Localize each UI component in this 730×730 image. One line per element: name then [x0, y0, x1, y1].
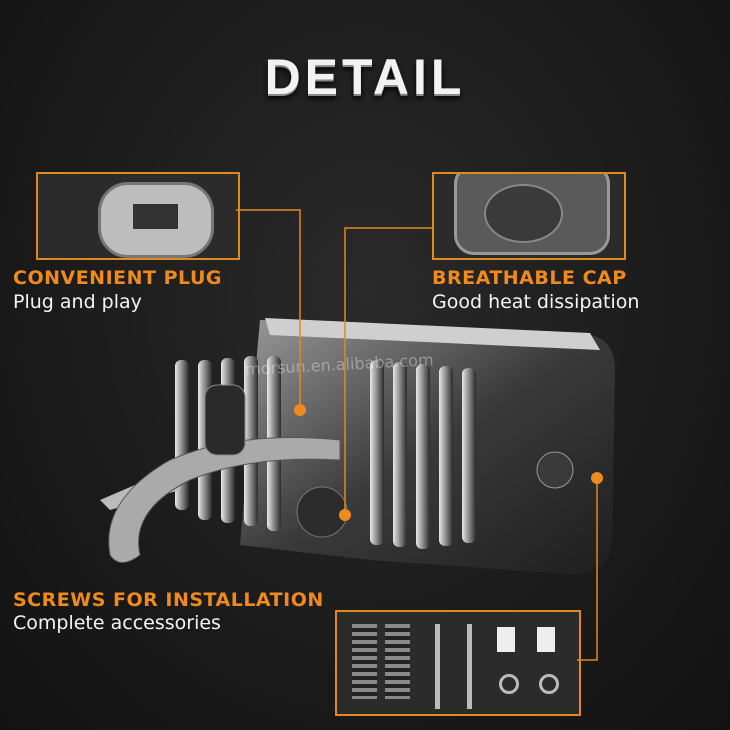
- cap-detail-image: [432, 172, 626, 260]
- feature-description: Complete accessories: [13, 612, 221, 634]
- plug-detail-image: [36, 172, 240, 260]
- feature-heading: BREATHABLE CAP: [432, 267, 627, 289]
- feature-heading: SCREWS FOR INSTALLATION: [13, 589, 324, 611]
- feature-description: Good heat dissipation: [432, 291, 640, 313]
- feature-description: Plug and play: [13, 291, 142, 313]
- accessories-image: [335, 610, 581, 716]
- page-title: DETAIL: [264, 49, 466, 105]
- feature-heading: CONVENIENT PLUG: [13, 267, 222, 289]
